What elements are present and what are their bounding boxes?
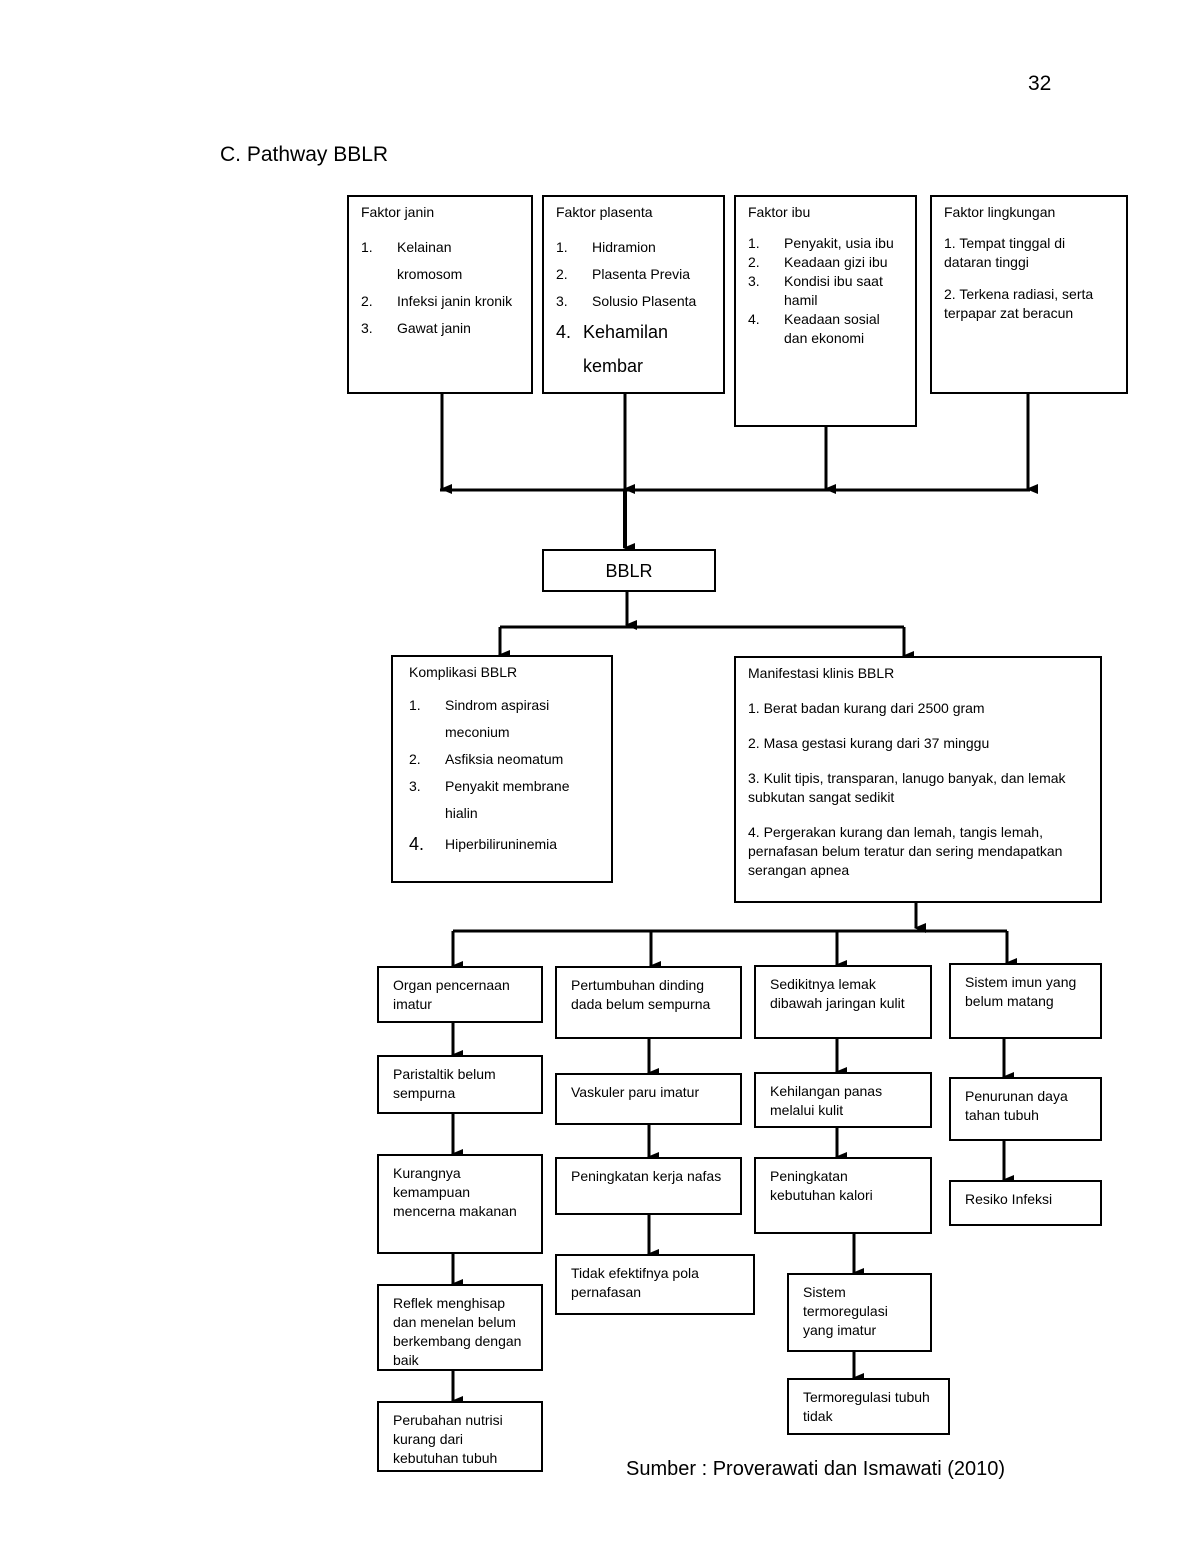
flow-node-col3-5: Termoregulasi tubuh tidak <box>787 1378 950 1435</box>
list-item: 3. Kulit tipis, transparan, lanugo banya… <box>748 770 1066 805</box>
factor-ibu-box: Faktor ibu 1.Penyakit, usia ibu 2.Keadaa… <box>734 195 917 427</box>
list-item: 2.Infeksi janin kronik <box>361 293 513 309</box>
list-item: 1. Tempat tinggal di dataran tinggi <box>944 235 1066 270</box>
bblr-node: BBLR <box>542 549 716 592</box>
komplikasi-list: 1.Sindrom aspirasi meconium 2.Asfiksia n… <box>409 692 599 861</box>
list-item: 4.Kehamilan kembar <box>556 322 669 376</box>
list-item: 1.Penyakit, usia ibu <box>748 235 894 251</box>
flow-node-col2-1: Pertumbuhan dinding dada belum sempurna <box>555 966 742 1039</box>
list-item: 3.Solusio Plasenta <box>556 293 697 309</box>
factor-ibu-list: 1.Penyakit, usia ibu 2.Keadaan gizi ibu … <box>748 234 903 348</box>
list-item: 2.Plasenta Previa <box>556 266 691 282</box>
list-item: 4. Pergerakan kurang dan lemah, tangis l… <box>748 824 1063 878</box>
list-item: 3.Gawat janin <box>361 320 471 336</box>
flow-node-col2-2: Vaskuler paru imatur <box>555 1073 742 1125</box>
flow-node-col4-3: Resiko Infeksi <box>949 1180 1102 1226</box>
flow-node-col4-2: Penurunan daya tahan tubuh <box>949 1077 1102 1141</box>
manifestasi-box: Manifestasi klinis BBLR 1. Berat badan k… <box>734 656 1102 903</box>
list-item: 4.Keadaan sosial dan ekonomi <box>748 311 880 346</box>
factor-janin-list: 1.Kelainan kromosom 2.Infeksi janin kron… <box>361 234 519 342</box>
list-item: 1.Sindrom aspirasi meconium <box>409 697 550 740</box>
list-item: 2. Masa gestasi kurang dari 37 minggu <box>748 735 990 751</box>
factor-janin-box: Faktor janin 1.Kelainan kromosom 2.Infek… <box>347 195 533 394</box>
manifestasi-title: Manifestasi klinis BBLR <box>748 665 895 681</box>
source-citation: Sumber : Proverawati dan Ismawati (2010) <box>626 1458 1006 1480</box>
flow-node-col2-3: Peningkatan kerja nafas <box>555 1157 742 1215</box>
factor-lingkungan-title: Faktor lingkungan <box>944 204 1056 220</box>
flow-node-col1-5: Perubahan nutrisi kurang dari kebutuhan … <box>377 1401 543 1472</box>
factor-janin-title: Faktor janin <box>361 204 435 220</box>
list-item: 2.Asfiksia neomatum <box>409 751 564 767</box>
komplikasi-box: Komplikasi BBLR 1.Sindrom aspirasi mecon… <box>391 655 613 883</box>
flow-node-col1-4: Reflek menghisap dan menelan belum berke… <box>377 1284 543 1371</box>
flow-node-col3-1: Sedikitnya lemak dibawah jaringan kulit <box>754 965 932 1039</box>
list-item: 4.Hiperbiliruninemia <box>409 834 558 854</box>
factor-plasenta-box: Faktor plasenta 1.Hidramion 2.Plasenta P… <box>542 195 725 394</box>
list-item: 1.Kelainan kromosom <box>361 239 463 282</box>
flow-node-col2-4: Tidak efektifnya pola pernafasan <box>555 1254 755 1315</box>
flow-node-col1-1: Organ pencernaan imatur <box>377 966 543 1023</box>
list-item: 1. Berat badan kurang dari 2500 gram <box>748 700 985 716</box>
factor-lingkungan-box: Faktor lingkungan 1. Tempat tinggal di d… <box>930 195 1128 394</box>
flow-node-col3-3: Peningkatan kebutuhan kalori <box>754 1157 932 1234</box>
list-item: 2. Terkena radiasi, serta terpapar zat b… <box>944 286 1094 321</box>
list-item: 3.Kondisi ibu saat hamil <box>748 273 883 308</box>
factor-ibu-title: Faktor ibu <box>748 204 811 220</box>
flow-node-col1-2: Paristaltik belum sempurna <box>377 1055 543 1114</box>
list-item: 2.Keadaan gizi ibu <box>748 254 888 270</box>
section-title: C. Pathway BBLR <box>220 143 389 166</box>
page-number: 32 <box>1028 72 1052 95</box>
flow-node-col3-2: Kehilangan panas melalui kulit <box>754 1072 932 1128</box>
flow-node-col3-4: Sistem termoregulasi yang imatur <box>787 1273 932 1352</box>
flow-node-col4-1: Sistem imun yang belum matang <box>949 963 1102 1039</box>
komplikasi-title: Komplikasi BBLR <box>409 664 518 680</box>
factor-plasenta-list: 1.Hidramion 2.Plasenta Previa 3.Solusio … <box>556 234 711 383</box>
flow-node-col1-3: Kurangnya kemampuan mencerna makanan <box>377 1154 543 1254</box>
list-item: 1.Hidramion <box>556 239 656 255</box>
factor-plasenta-title: Faktor plasenta <box>556 204 653 220</box>
list-item: 3.Penyakit membrane hialin <box>409 778 570 821</box>
